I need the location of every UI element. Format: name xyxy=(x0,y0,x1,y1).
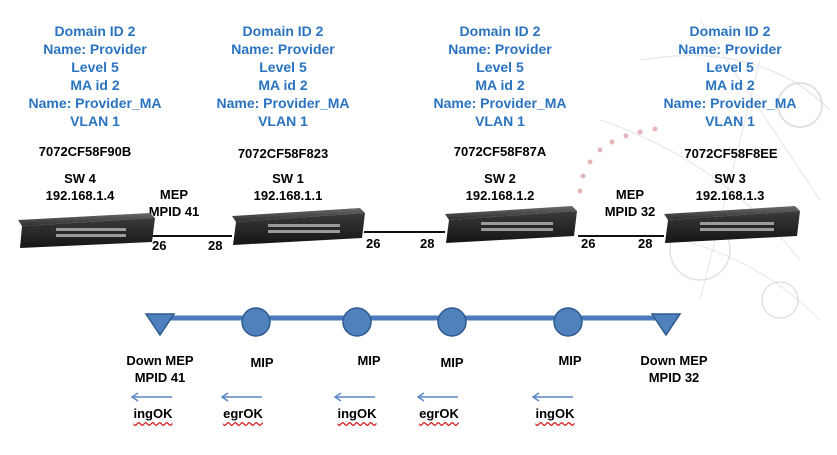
port-label: 28 xyxy=(420,236,435,251)
info-line: Level 5 xyxy=(71,59,119,75)
node-label-line1: MIP xyxy=(440,355,464,370)
switch-device-sw2 xyxy=(445,206,577,243)
mep-node-left xyxy=(144,313,176,337)
switch-mac-sw3: 7072CF58F8EE xyxy=(684,146,778,161)
node-label-mep-41: Down MEP MPID 41 xyxy=(100,352,220,386)
switch-info-sw1: Domain ID 2 Name: Provider Level 5 MA id… xyxy=(198,22,368,130)
mep-label-line2: MPID 32 xyxy=(604,204,656,219)
info-line: Name: Provider_MA xyxy=(663,95,797,111)
switch-name: SW 4 xyxy=(64,171,96,186)
info-line: VLAN 1 xyxy=(70,113,120,129)
switch-device-sw3 xyxy=(664,206,800,243)
info-line: MA id 2 xyxy=(475,77,525,93)
node-label-line1: MIP xyxy=(558,353,582,368)
arrow-left-icon xyxy=(333,392,375,402)
switch-device-sw4 xyxy=(18,213,155,248)
action-label: ingOK xyxy=(118,406,188,421)
port-label: 28 xyxy=(208,238,223,253)
switch-ip: 192.168.1.2 xyxy=(465,188,535,203)
info-line: Name: Provider xyxy=(678,41,782,57)
switch-ip: 192.168.1.4 xyxy=(45,188,115,203)
arrow-left-icon xyxy=(416,392,458,402)
node-label-mep-32: Down MEP MPID 32 xyxy=(614,352,734,386)
info-line: Name: Provider xyxy=(43,41,147,57)
info-line: VLAN 1 xyxy=(258,113,308,129)
info-line: VLAN 1 xyxy=(705,113,755,129)
info-line: Level 5 xyxy=(476,59,524,75)
node-label-mip-3: MIP xyxy=(392,354,512,371)
mep-label-line1: MEP xyxy=(615,187,645,202)
node-label-mip-2: MIP xyxy=(309,352,429,369)
action-text: egrOK xyxy=(419,406,459,421)
switch-label-sw3: SW 3 192.168.1.3 xyxy=(660,170,800,204)
info-line: Domain ID 2 xyxy=(242,23,324,39)
switch-info-sw3: Domain ID 2 Name: Provider Level 5 MA id… xyxy=(645,22,815,130)
info-line: Name: Provider xyxy=(231,41,335,57)
switch-label-sw2: SW 2 192.168.1.2 xyxy=(430,170,570,204)
info-line: MA id 2 xyxy=(705,77,755,93)
info-line: Domain ID 2 xyxy=(459,23,541,39)
action-text: egrOK xyxy=(223,406,263,421)
mep-label-left: MEP MPID 41 xyxy=(134,186,214,220)
node-label-mip-4: MIP xyxy=(510,352,630,369)
switch-mac-sw2: 7072CF58F87A xyxy=(453,144,547,159)
switch-name: SW 1 xyxy=(272,171,304,186)
node-label-line1: MIP xyxy=(357,353,381,368)
port-label: 26 xyxy=(152,238,167,253)
switch-name: SW 3 xyxy=(714,171,746,186)
node-label-line2: MPID 32 xyxy=(648,370,700,385)
switch-mac-sw4: 7072CF58F90B xyxy=(38,144,132,159)
info-line: Name: Provider_MA xyxy=(216,95,350,111)
switch-mac-sw1: 7072CF58F823 xyxy=(237,146,329,161)
mep-label-line1: MEP xyxy=(159,187,189,202)
mep-label-right: MEP MPID 32 xyxy=(590,186,670,220)
action-label: ingOK xyxy=(520,406,590,421)
switch-info-sw2: Domain ID 2 Name: Provider Level 5 MA id… xyxy=(415,22,585,130)
switch-info-sw4: Domain ID 2 Name: Provider Level 5 MA id… xyxy=(10,22,180,130)
action-label: ingOK xyxy=(322,406,392,421)
port-label: 26 xyxy=(581,236,596,251)
action-text: ingOK xyxy=(535,406,575,421)
action-text: ingOK xyxy=(133,406,173,421)
port-label: 28 xyxy=(638,236,653,251)
info-line: Name: Provider_MA xyxy=(28,95,162,111)
switch-ip: 192.168.1.1 xyxy=(253,188,323,203)
info-line: Domain ID 2 xyxy=(54,23,136,39)
port-label: 26 xyxy=(366,236,381,251)
info-line: MA id 2 xyxy=(258,77,308,93)
mep-label-line2: MPID 41 xyxy=(148,204,200,219)
arrow-left-icon xyxy=(130,392,172,402)
info-line: MA id 2 xyxy=(70,77,120,93)
switch-name: SW 2 xyxy=(484,171,516,186)
mip-node-1 xyxy=(241,307,271,337)
arrow-left-icon xyxy=(220,392,262,402)
info-line: Name: Provider_MA xyxy=(433,95,567,111)
action-text: ingOK xyxy=(337,406,377,421)
info-line: Level 5 xyxy=(706,59,754,75)
node-label-line1: Down MEP xyxy=(126,353,194,368)
node-label-line1: Down MEP xyxy=(640,353,708,368)
action-label: egrOK xyxy=(404,406,474,421)
node-label-mip-1: MIP xyxy=(202,354,322,371)
info-line: Level 5 xyxy=(259,59,307,75)
mep-node-right xyxy=(650,313,682,337)
mip-node-2 xyxy=(342,307,372,337)
switch-label-sw4: SW 4 192.168.1.4 xyxy=(10,170,150,204)
node-label-line1: MIP xyxy=(250,355,274,370)
switch-ip: 192.168.1.3 xyxy=(695,188,765,203)
action-label: egrOK xyxy=(208,406,278,421)
info-line: VLAN 1 xyxy=(475,113,525,129)
mip-node-4 xyxy=(553,307,583,337)
mip-node-3 xyxy=(437,307,467,337)
info-line: Name: Provider xyxy=(448,41,552,57)
arrow-left-icon xyxy=(531,392,573,402)
info-line: Domain ID 2 xyxy=(689,23,771,39)
node-label-line2: MPID 41 xyxy=(134,370,186,385)
switch-device-sw1 xyxy=(232,208,365,245)
switch-label-sw1: SW 1 192.168.1.1 xyxy=(218,170,358,204)
